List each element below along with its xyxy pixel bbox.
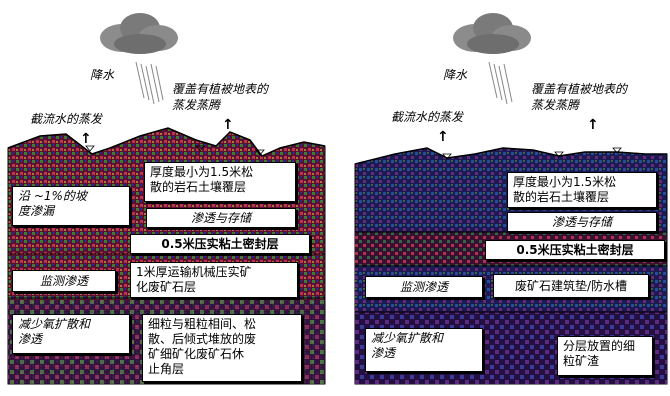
slope-seepage-line1: 沿 ~1%的坡 [18, 189, 87, 203]
layered-tailings-line1: 分层放置的细 [563, 339, 636, 353]
precipitation-label: 降水 [90, 68, 115, 82]
cover-layer-box: 厚度最小为1.5米松 散的岩石土壤覆层 [507, 172, 657, 208]
slope-seepage-line2: 度渗漏 [18, 204, 55, 218]
interception-evaporation-label: 截流水的蒸发 [30, 112, 103, 126]
vegetation-evapotranspiration-label-line1: 覆盖有植被地表的 [531, 82, 628, 96]
interception-evaporation-label: 截流水的蒸发 [391, 110, 464, 124]
cover-layer-line2: 散的岩石土壤覆层 [513, 190, 610, 204]
water-level-icon [442, 147, 622, 160]
infiltration-storage-box: 渗透与存储 [507, 212, 657, 232]
waste-rock-line4: 止角层 [148, 362, 185, 376]
monitor-seepage-box: 监测渗透 [365, 276, 483, 298]
vegetation-evapotranspiration-label-line2: 蒸发蒸腾 [172, 98, 221, 112]
precipitation-label: 降水 [443, 68, 468, 82]
cover-layer-line1: 厚度最小为1.5米松 [150, 165, 254, 179]
layered-tailings-line2: 粒矿渣 [563, 354, 600, 368]
reduce-oxygen-line2: 渗透 [371, 346, 396, 360]
rain-icon [488, 61, 513, 105]
cover-layer-box: 厚度最小为1.5米松 散的岩石土壤覆层 [144, 162, 296, 202]
reduce-oxygen-box: 减少氧扩散和 渗透 [365, 328, 483, 372]
clay-seal-box: 0.5米压实粘土密封层 [130, 234, 310, 254]
vegetation-evapotranspiration-label-line2: 蒸发蒸腾 [531, 98, 580, 112]
cloud-icon [100, 13, 178, 54]
compacted-waste-line1: 1米厚运输机械压实矿 [136, 265, 252, 279]
waste-pad-box: 废矿石建筑垫/防水槽 [493, 274, 649, 298]
infiltration-storage-box: 渗透与存储 [146, 208, 296, 228]
layered-tailings-box: 分层放置的细 粒矿渣 [557, 336, 653, 376]
evaporation-arrow-icon: ↑ [80, 131, 92, 147]
surface-line [7, 127, 326, 157]
monitor-seepage-box: 监测渗透 [12, 270, 116, 292]
waste-rock-line3: 矿细矿化废矿石休 [148, 347, 245, 361]
left-diagram-panel: 降水 截流水的蒸发 覆盖有植被地表的 蒸发蒸腾 ↑ ↑ 沿 ~1%的坡 度渗漏 … [7, 13, 326, 385]
reduce-oxygen-line2: 渗透 [18, 332, 43, 346]
compacted-waste-line2: 化废矿石层 [136, 280, 197, 294]
reduce-oxygen-line1: 减少氧扩散和 [371, 331, 444, 345]
evaporation-arrow-icon: ↑ [437, 129, 449, 145]
clay-seal-box: 0.5米压实粘土密封层 [485, 240, 665, 260]
waste-rock-line1: 细粒与粗粒相间、松 [148, 317, 257, 331]
evapotranspiration-arrow-icon: ↑ [587, 117, 599, 133]
rain-icon [135, 61, 164, 105]
waste-rock-line2: 散、后倾式堆放的废 [148, 332, 257, 346]
waste-rock-layer-box: 细粒与粗粒相间、松 散、后倾式堆放的废 矿细矿化废矿石休 止角层 [142, 314, 302, 382]
compacted-waste-box: 1米厚运输机械压实矿 化废矿石层 [130, 262, 298, 298]
water-level-icon [85, 145, 265, 156]
cloud-icon [453, 13, 531, 54]
cover-layer-line1: 厚度最小为1.5米松 [513, 175, 617, 189]
reduce-oxygen-box: 减少氧扩散和 渗透 [12, 314, 130, 354]
right-diagram-panel: 降水 截流水的蒸发 覆盖有植被地表的 蒸发蒸腾 ↑ ↑ 厚度最小为1.5米松 散… [335, 0, 670, 396]
reduce-oxygen-line1: 减少氧扩散和 [18, 317, 91, 331]
slope-seepage-box: 沿 ~1%的坡 度渗漏 [12, 186, 130, 226]
vegetation-evapotranspiration-label-line1: 覆盖有植被地表的 [172, 82, 269, 96]
surface-line [354, 147, 667, 165]
cover-layer-line2: 散的岩石土壤覆层 [150, 180, 247, 194]
evapotranspiration-arrow-icon: ↑ [222, 117, 234, 133]
